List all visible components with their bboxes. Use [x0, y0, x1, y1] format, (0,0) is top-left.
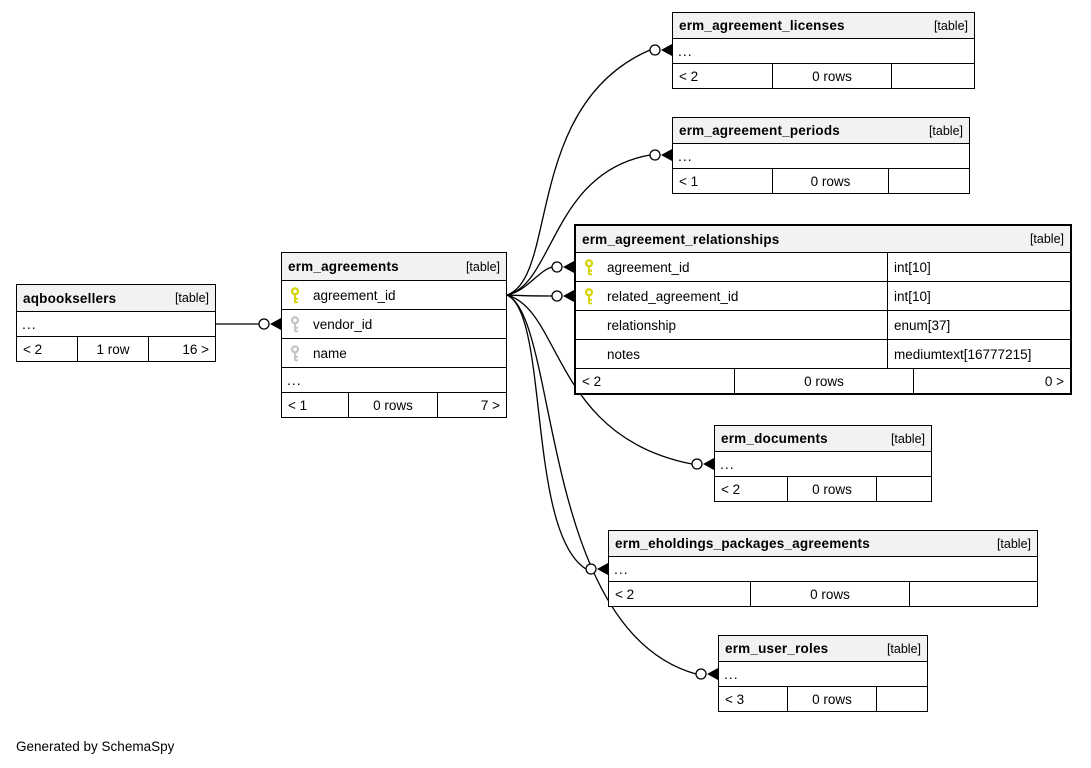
hidden-columns-row: ...: [719, 662, 927, 687]
footer-children: 16 >: [182, 341, 209, 357]
table-footer: < 2 0 rows: [609, 582, 1037, 606]
table-title[interactable]: erm_documents: [721, 431, 828, 446]
generated-by-credit: Generated by SchemaSpy: [16, 739, 175, 754]
connector-agreements-licenses: [506, 49, 651, 296]
footer-rows: 0 rows: [734, 369, 914, 393]
connector-agreements-relationships-2: [506, 294, 553, 297]
connector-agreements-documents: [506, 294, 693, 465]
footer-children: [877, 477, 931, 501]
footer-rows: 0 rows: [787, 687, 877, 711]
column-type: enum[37]: [887, 311, 1070, 339]
table-title[interactable]: erm_agreements: [288, 259, 399, 274]
crowfoot-arrows: [270, 44, 718, 680]
table-aqbooksellers[interactable]: aqbooksellers [table] ... < 2 1 row 16 >: [16, 284, 216, 362]
column-name: notes: [607, 346, 641, 362]
table-erm-agreement-licenses[interactable]: erm_agreement_licenses [table] ... < 2 0…: [672, 12, 975, 89]
footer-parents: < 2: [23, 341, 43, 357]
table-erm-agreements[interactable]: erm_agreements [table] agreement_id vend…: [281, 252, 507, 418]
footer-rows: 1 row: [77, 337, 149, 361]
hidden-columns-row: ...: [715, 452, 931, 477]
footer-children: [910, 582, 1037, 606]
table-title[interactable]: erm_agreement_relationships: [582, 231, 780, 247]
table-erm-user-roles[interactable]: erm_user_roles [table] ... < 3 0 rows: [718, 635, 928, 712]
footer-parents: < 3: [725, 691, 745, 707]
footer-parents: < 2: [615, 586, 635, 602]
column-type: int[10]: [887, 253, 1070, 281]
footer-children: [889, 169, 969, 193]
connector-agreements-eholdings: [506, 294, 587, 570]
footer-rows: 0 rows: [750, 582, 910, 606]
footer-parents: < 1: [288, 397, 308, 413]
hidden-columns-row: ...: [673, 144, 969, 169]
hidden-columns-row: ...: [609, 557, 1037, 582]
table-tag: [table]: [174, 291, 209, 305]
column-name: agreement_id: [313, 287, 396, 303]
table-tag: [table]: [890, 431, 925, 446]
column-row: notes mediumtext[16777215]: [576, 340, 1070, 369]
footer-children: [892, 64, 974, 88]
footer-rows: 0 rows: [348, 393, 438, 417]
connector-agreements-periods: [506, 154, 651, 296]
primary-key-icon: [584, 287, 594, 304]
table-erm-documents[interactable]: erm_documents [table] ... < 2 0 rows: [714, 425, 932, 502]
table-tag: [table]: [886, 641, 921, 656]
primary-key-icon: [290, 286, 300, 303]
zero-circles: [258, 44, 707, 680]
table-footer: < 1 0 rows: [673, 169, 969, 193]
footer-children: [877, 687, 927, 711]
table-footer: < 2 0 rows: [673, 64, 974, 88]
primary-key-icon: [584, 258, 594, 275]
footer-children: 7 >: [480, 397, 500, 413]
table-erm-agreement-relationships[interactable]: erm_agreement_relationships [table] agre…: [574, 224, 1072, 395]
table-title[interactable]: erm_eholdings_packages_agreements: [615, 536, 870, 551]
column-row: agreement_id int[10]: [576, 253, 1070, 282]
column-type: int[10]: [887, 282, 1070, 310]
table-tag: [table]: [996, 536, 1031, 551]
hidden-columns-row: ...: [673, 39, 974, 64]
column-row: name: [282, 339, 506, 368]
footer-children: 0 >: [1044, 373, 1064, 389]
connector-agreements-relationships-1: [506, 266, 553, 296]
table-tag: [table]: [928, 123, 963, 138]
table-title[interactable]: erm_user_roles: [725, 641, 829, 656]
column-name: name: [313, 345, 347, 361]
footer-parents: < 1: [679, 173, 699, 189]
hidden-columns-row: ...: [17, 312, 215, 337]
table-title[interactable]: erm_agreement_licenses: [679, 18, 845, 33]
column-name: agreement_id: [607, 259, 690, 275]
foreign-key-icon: [290, 315, 300, 332]
table-title[interactable]: aqbooksellers: [23, 290, 117, 306]
table-footer: < 2 0 rows 0 >: [576, 369, 1070, 393]
column-row: vendor_id: [282, 310, 506, 339]
table-tag: [table]: [1029, 232, 1064, 246]
footer-rows: 0 rows: [772, 169, 889, 193]
column-row: agreement_id: [282, 281, 506, 310]
table-footer: < 1 0 rows 7 >: [282, 393, 506, 417]
footer-parents: < 2: [582, 373, 602, 389]
table-tag: [table]: [465, 259, 500, 274]
footer-rows: 0 rows: [787, 477, 877, 501]
footer-parents: < 2: [679, 68, 699, 84]
connector-agreements-user-roles: [506, 294, 697, 675]
column-row: related_agreement_id int[10]: [576, 282, 1070, 311]
column-name: related_agreement_id: [607, 288, 739, 304]
column-row: relationship enum[37]: [576, 311, 1070, 340]
column-name: vendor_id: [313, 316, 373, 332]
table-erm-agreement-periods[interactable]: erm_agreement_periods [table] ... < 1 0 …: [672, 117, 970, 194]
table-footer: < 3 0 rows: [719, 687, 927, 711]
table-footer: < 2 0 rows: [715, 477, 931, 501]
hidden-columns-row: ...: [282, 368, 506, 393]
foreign-key-icon: [290, 344, 300, 361]
table-footer: < 2 1 row 16 >: [17, 337, 215, 361]
column-name: relationship: [607, 317, 677, 333]
footer-parents: < 2: [721, 481, 741, 497]
table-tag: [table]: [933, 18, 968, 33]
table-erm-eholdings-packages-agreements[interactable]: erm_eholdings_packages_agreements [table…: [608, 530, 1038, 607]
column-type: mediumtext[16777215]: [887, 340, 1070, 368]
footer-rows: 0 rows: [772, 64, 892, 88]
table-title[interactable]: erm_agreement_periods: [679, 123, 841, 138]
